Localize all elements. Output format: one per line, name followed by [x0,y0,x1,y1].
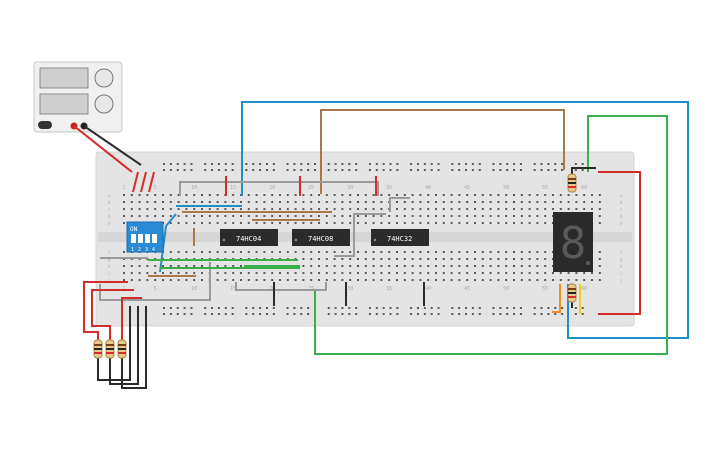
row-letter: d [620,214,623,219]
chip-label: 74HC32 [387,235,412,243]
row-letter: c [620,207,623,212]
wire-green-long [314,115,668,355]
chip-74hc08[interactable]: 74HC08 [292,229,350,246]
column-number: 55 [542,286,548,292]
column-number: 25 [308,185,314,191]
row-letter: i [620,271,623,276]
column-number: 10 [191,286,197,292]
column-number: 15 [230,286,236,292]
column-number: 15 [230,185,236,191]
column-number: 55 [542,185,548,191]
dip-position-label: 1 [131,247,134,253]
wire-brown-top [320,109,565,194]
row-letter: h [620,264,623,269]
column-number: 40 [425,286,431,292]
column-number: 50 [503,286,509,292]
column-number: 35 [386,286,392,292]
dip-switch[interactable]: ON 1 2 3 4 [126,221,164,253]
dip-switch-on-label: ON [130,226,138,233]
row-letter: a [620,193,623,198]
dip-toggle[interactable] [131,234,136,243]
resistor[interactable] [567,283,577,303]
dip-toggle[interactable] [145,234,150,243]
row-letter: b [108,200,111,205]
column-number: 60 [581,286,587,292]
dip-position-label: 2 [138,247,141,253]
column-number: 10 [191,185,197,191]
row-letter: g [620,257,623,262]
row-letter: f [620,250,623,255]
dip-toggle[interactable] [138,234,143,243]
resistor[interactable] [93,339,103,359]
column-number: 30 [347,185,353,191]
dip-position-label: 3 [145,247,148,253]
chip-label: 74HC08 [308,235,333,243]
row-letter: g [108,257,111,262]
power-supply[interactable] [33,61,123,133]
seven-segment-display[interactable]: 8 [553,212,593,272]
resistor[interactable] [117,339,127,359]
wire-red-right [598,171,641,315]
row-letter: f [108,250,111,255]
wire-power-red [73,125,133,173]
column-number: 40 [425,185,431,191]
seven-segment-digit: 8 [560,218,587,269]
wires [73,101,689,389]
column-number: 1 [122,185,125,191]
wire-power-black [83,125,142,166]
column-number: 60 [581,185,587,191]
column-number: 45 [464,185,470,191]
column-number: 50 [503,185,509,191]
row-letter: b [620,200,623,205]
row-letter: c [108,207,111,212]
row-letter: d [108,214,111,219]
column-number: 35 [386,185,392,191]
resistor[interactable] [105,339,115,359]
resistor[interactable] [567,173,577,193]
wire-blue-top [241,101,689,339]
chip-74hc32[interactable]: 74HC32 [371,229,429,246]
column-number: 20 [269,185,275,191]
chip-label: 74HC04 [236,235,261,243]
dip-position-label: 4 [152,247,155,253]
column-number: 5 [154,286,157,292]
column-number: 5 [154,185,157,191]
dip-toggle[interactable] [152,234,157,243]
row-letter: j [620,278,622,283]
column-number: 45 [464,286,470,292]
row-letter: i [108,271,111,276]
row-letter: e [620,221,623,226]
column-number: 30 [347,286,353,292]
row-letter: j [108,278,110,283]
resistors [93,173,577,359]
row-letter: a [108,193,111,198]
row-letter: e [108,221,111,226]
chip-74hc04[interactable]: 74HC04 [220,229,278,246]
row-letter: h [108,264,111,269]
